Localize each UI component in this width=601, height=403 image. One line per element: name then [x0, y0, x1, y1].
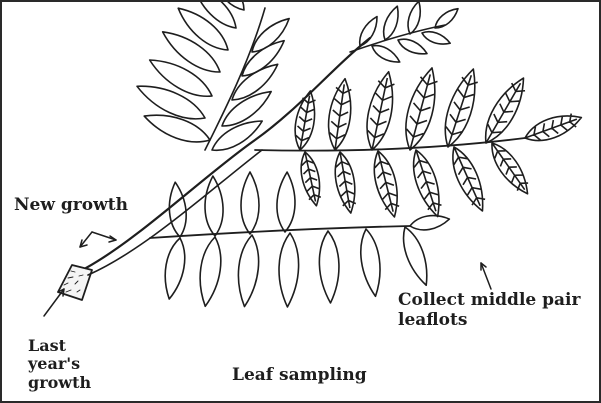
image-border [0, 0, 601, 403]
diagram-canvas: New growth Collect middle pair leaflots … [0, 0, 601, 403]
